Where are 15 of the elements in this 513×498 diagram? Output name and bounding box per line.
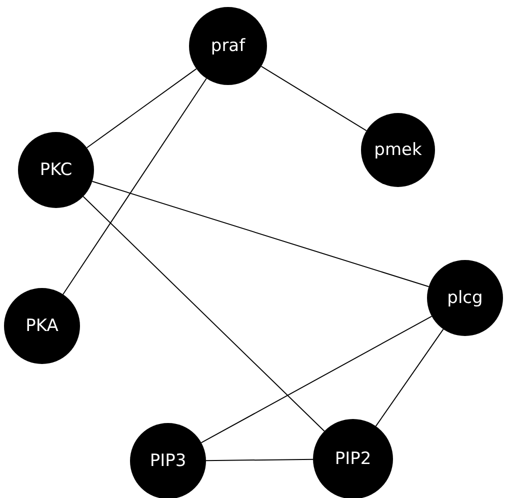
connector-line	[375, 328, 444, 427]
node-label: PIP3	[150, 451, 186, 471]
node-label: PKC	[40, 160, 72, 180]
connector-line	[92, 180, 430, 288]
connector-line	[86, 68, 197, 148]
node-label: praf	[210, 36, 246, 56]
connector-line	[62, 78, 207, 295]
node-label: plcg	[447, 288, 483, 308]
node-label: PIP2	[334, 449, 372, 469]
connector-line	[206, 458, 314, 462]
connector-line	[260, 66, 367, 132]
node-label: pmek	[374, 140, 422, 160]
node-label: PKA	[26, 316, 58, 336]
connector-line	[82, 196, 325, 432]
connector-line	[200, 316, 432, 444]
